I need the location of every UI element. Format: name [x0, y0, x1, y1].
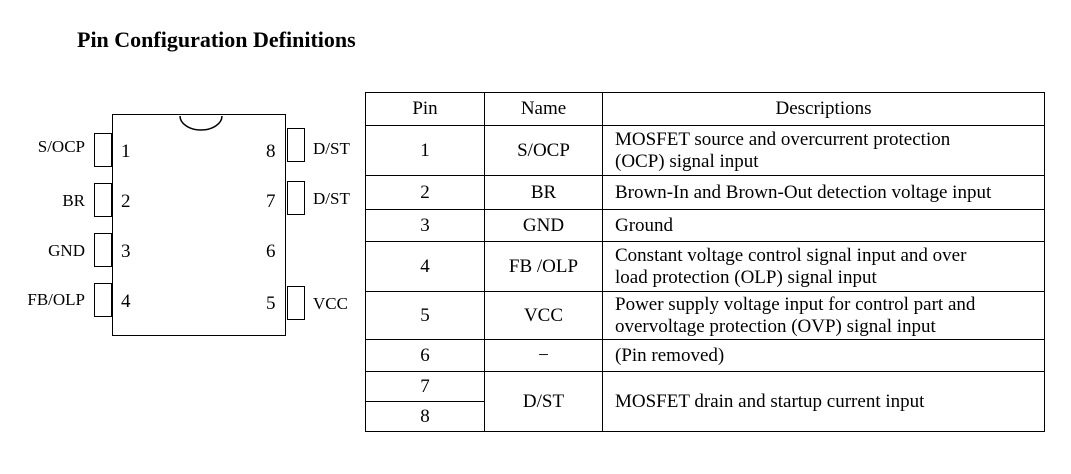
pin-number-8: 8	[266, 141, 276, 162]
table-row: 6 − (Pin removed)	[365, 339, 1045, 372]
pin1-notch-icon	[179, 115, 223, 131]
pin-cell: 8	[366, 401, 484, 431]
description-line: MOSFET source and overcurrent protection	[615, 128, 951, 150]
description-line: MOSFET drain and startup current input	[615, 390, 925, 412]
table-row: 3 GND Ground	[365, 209, 1045, 242]
description-line: load protection (OLP) signal input	[615, 266, 877, 288]
table-row: 5 VCC Power supply voltage input for con…	[365, 291, 1045, 340]
name-cell: −	[484, 339, 603, 372]
table-row: 2 BR Brown-In and Brown-Out detection vo…	[365, 175, 1045, 210]
pin-cell: 7	[420, 376, 430, 397]
name-cell: D/ST	[484, 371, 603, 432]
pin-label-1: S/OCP	[37, 137, 85, 156]
table-row: 1 S/OCP MOSFET source and overcurrent pr…	[365, 125, 1045, 176]
pin-lead-4	[94, 283, 112, 317]
pin-label-4: FB/OLP	[27, 290, 85, 309]
description-line: (OCP) signal input	[615, 150, 759, 172]
name-cell: BR	[484, 175, 603, 210]
pin-cell: 3	[365, 209, 485, 242]
name-cell: GND	[484, 209, 603, 242]
pin-label-2: BR	[62, 191, 85, 210]
description-line: Brown-In and Brown-Out detection voltage…	[615, 181, 992, 203]
pin-lead-1	[94, 133, 112, 167]
pin-number-4: 4	[121, 291, 131, 312]
pin-number-6: 6	[266, 241, 276, 262]
table-row: 4 FB /OLP Constant voltage control signa…	[365, 241, 1045, 292]
pin-cell: 4	[365, 241, 485, 292]
page-title: Pin Configuration Definitions	[77, 27, 356, 52]
description-cell: Power supply voltage input for control p…	[602, 291, 1045, 340]
pin-label-8: D/ST	[313, 139, 350, 158]
description-cell: (Pin removed)	[602, 339, 1045, 372]
description-cell: Ground	[602, 209, 1045, 242]
pin-cell: 5	[365, 291, 485, 340]
pin-cell: 2	[365, 175, 485, 210]
pin-number-7: 7	[266, 191, 276, 212]
description-cell: MOSFET source and overcurrent protection…	[602, 125, 1045, 176]
pin-number-2: 2	[121, 191, 131, 212]
pin-lead-2	[94, 183, 112, 217]
description-line: Ground	[615, 214, 674, 236]
description-cell: Constant voltage control signal input an…	[602, 241, 1045, 292]
description-line: (Pin removed)	[615, 344, 725, 366]
pin-number-1: 1	[121, 141, 131, 162]
pin-number-3: 3	[121, 241, 131, 262]
ic-body	[112, 114, 286, 336]
description-cell: Brown-In and Brown-Out detection voltage…	[602, 175, 1045, 210]
pin-label-7: D/ST	[313, 189, 350, 208]
name-cell: VCC	[484, 291, 603, 340]
pin-cell: 1	[365, 125, 485, 176]
description-line: overvoltage protection (OVP) signal inpu…	[615, 315, 936, 337]
pin-cell-merged: 7 8	[365, 371, 485, 432]
description-line: Power supply voltage input for control p…	[615, 293, 976, 315]
pin-label-3: GND	[48, 241, 85, 260]
description-cell: MOSFET drain and startup current input	[602, 371, 1045, 432]
column-header-pin: Pin	[365, 92, 485, 126]
column-header-name: Name	[484, 92, 603, 126]
name-cell: FB /OLP	[484, 241, 603, 292]
table-header-row: Pin Name Descriptions	[365, 92, 1045, 126]
pin-cell: 6	[365, 339, 485, 372]
pin-label-5: VCC	[313, 294, 348, 313]
column-header-descriptions: Descriptions	[602, 92, 1045, 126]
pin-definitions-table: Pin Name Descriptions 1 S/OCP MOSFET sou…	[365, 92, 1045, 432]
pin-lead-5	[287, 286, 305, 320]
pin-number-5: 5	[266, 293, 276, 314]
pin-lead-7	[287, 181, 305, 215]
name-cell: S/OCP	[484, 125, 603, 176]
pin-lead-3	[94, 233, 112, 267]
pin-lead-8	[287, 128, 305, 162]
table-row: 7 8 D/ST MOSFET drain and startup curren…	[365, 371, 1045, 432]
description-line: Constant voltage control signal input an…	[615, 244, 967, 266]
